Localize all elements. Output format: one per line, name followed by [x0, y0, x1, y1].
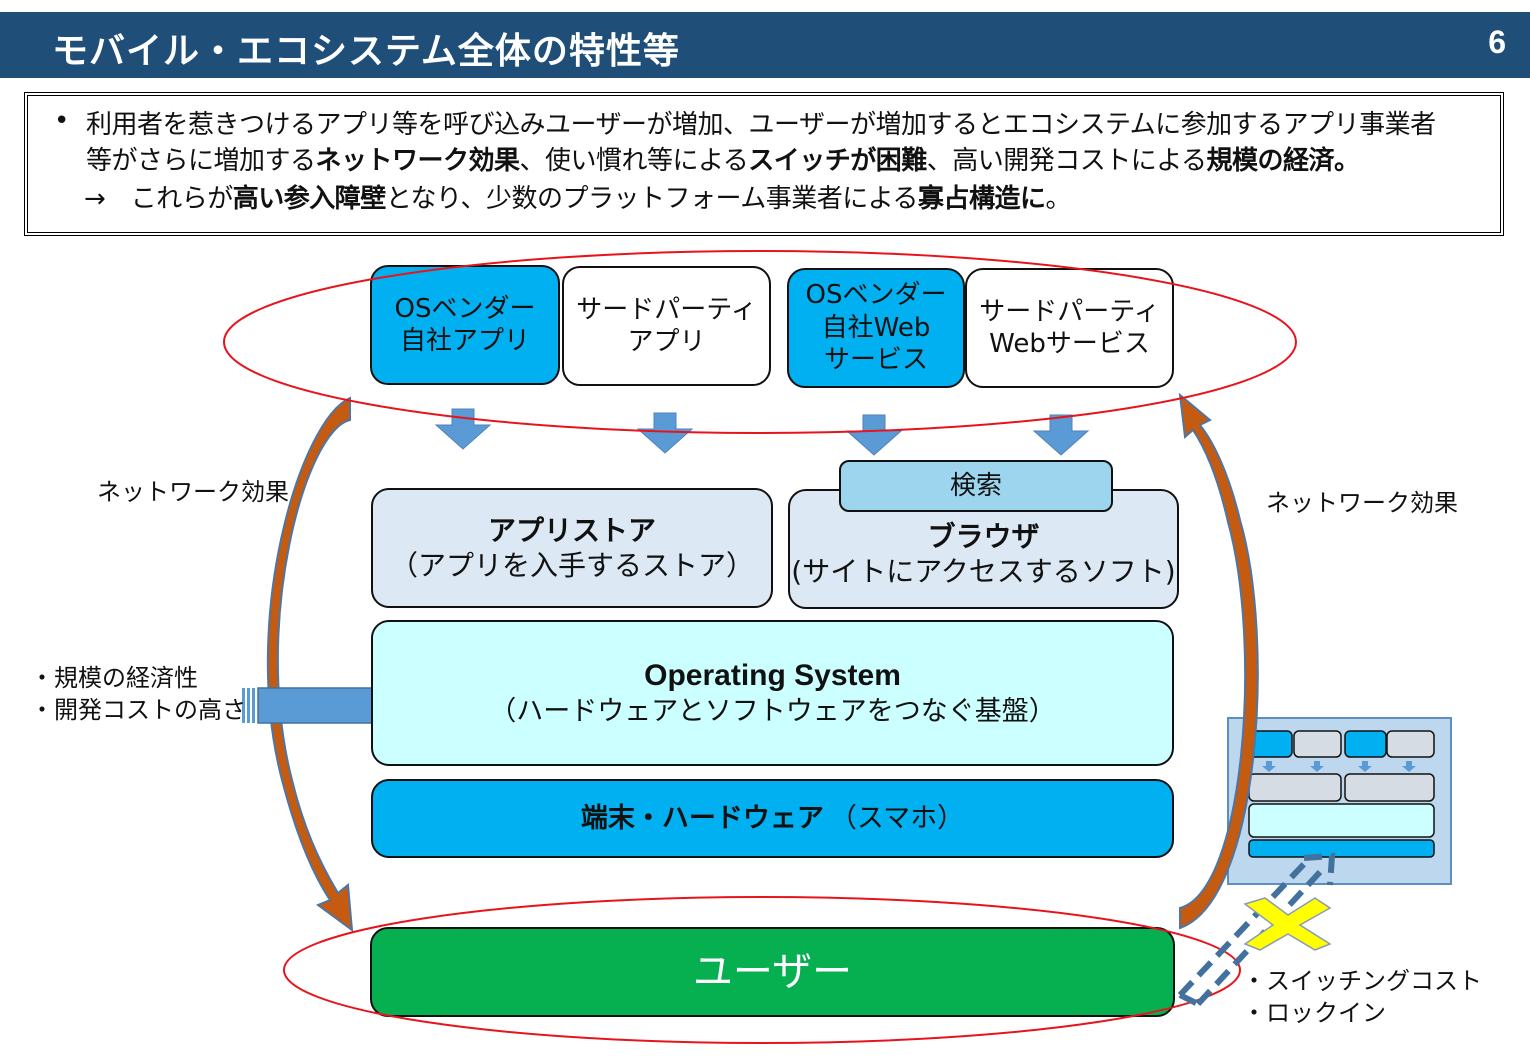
box-label: サービス — [823, 345, 928, 376]
app-store-box: アプリストア （アプリを入手するストア） — [371, 488, 773, 608]
box-label: OSベンダー — [394, 293, 536, 324]
os-title: Operating System — [644, 659, 901, 693]
hardware-title: 端末・ハードウェア — [580, 802, 824, 834]
third-party-app-box: サードパーティ アプリ — [562, 266, 771, 386]
hardware-box: 端末・ハードウェア （スマホ） — [371, 779, 1174, 858]
summary-text: → これらが — [84, 184, 233, 214]
scale-label: ・規模の経済性 — [30, 664, 198, 692]
scale-labels: ・規模の経済性 ・開発コストの高さ — [30, 662, 246, 727]
down-arrows — [434, 408, 1090, 456]
browser-title: ブラウザ — [927, 520, 1040, 553]
summary-text: 等がさらに増加する — [86, 146, 316, 176]
summary-box: • 利用者を惹きつけるアプリ等を呼び込みユーザーが増加、ユーザーが増加するとエコ… — [24, 92, 1504, 236]
os-vendor-web-service-box: OSベンダー 自社Web サービス — [787, 268, 965, 388]
summary-text: となり、少数のプラットフォーム事業者による — [385, 184, 919, 214]
box-label: 自社アプリ — [399, 326, 530, 356]
os-vendor-app-box: OSベンダー 自社アプリ — [370, 265, 560, 385]
box-label: OSベンダー — [805, 280, 947, 311]
search-label: 検索 — [949, 470, 1002, 501]
box-label: Webサービス — [989, 329, 1150, 359]
scale-label: ・開発コストの高さ — [30, 696, 246, 725]
title-bar: モバイル・エコシステム全体の特性等 6 — [0, 12, 1530, 78]
network-effect-label-right: ネットワーク効果 — [1266, 489, 1458, 517]
user-label: ユーザー — [692, 949, 853, 995]
emphasis-text: 規模の経済。 — [1206, 146, 1361, 176]
network-effect-label-left: ネットワーク効果 — [97, 478, 289, 506]
bullet-icon: • — [54, 106, 70, 136]
page-title: モバイル・エコシステム全体の特性等 — [52, 31, 680, 72]
down-arrow-1 — [434, 408, 492, 450]
app-store-title: アプリストア — [487, 514, 656, 547]
emphasis-text: スイッチが困難 — [748, 146, 927, 176]
switching-label: ・ロックイン — [1242, 999, 1386, 1028]
down-arrow-3 — [845, 414, 903, 456]
hardware-subtitle: （スマホ） — [829, 802, 965, 834]
switching-labels: ・スイッチングコスト ・ロックイン — [1242, 965, 1482, 1030]
emphasis-text: 寡占構造に — [917, 184, 1046, 214]
summary-text: 、高い開発コストによる — [926, 146, 1207, 176]
switching-label: ・スイッチングコスト — [1242, 967, 1482, 995]
box-label: 自社Web — [821, 312, 931, 343]
user-box: ユーザー — [370, 927, 1175, 1017]
down-arrow-2 — [636, 412, 694, 454]
operating-system-box: Operating System （ハードウェアとソフトウェアをつなぐ基盤） — [371, 620, 1174, 766]
app-store-subtitle: （アプリを入手するストア） — [389, 549, 754, 582]
summary-text: 。 — [1045, 184, 1071, 214]
summary-text: 、使い慣れ等による — [519, 146, 749, 176]
summary-line-2: 等がさらに増加するネットワーク効果、使い慣れ等によるスイッチが困難、高い開発コス… — [86, 140, 1360, 177]
search-tab: 検索 — [839, 460, 1113, 512]
third-party-web-service-box: サードパーティ Webサービス — [965, 268, 1174, 388]
down-arrow-4 — [1032, 414, 1090, 456]
summary-line-3: → これらが高い参入障壁となり、少数のプラットフォーム事業者による寡占構造に。 — [84, 178, 1071, 215]
emphasis-text: 高い参入障壁 — [232, 184, 387, 214]
box-label: サードパーティ — [979, 296, 1160, 327]
os-subtitle: （ハードウェアとソフトウェアをつなぐ基盤） — [489, 695, 1056, 727]
summary-line-1: 利用者を惹きつけるアプリ等を呼び込みユーザーが増加、ユーザーが増加するとエコシス… — [86, 110, 1436, 140]
mini-ecosystem-icon — [1227, 717, 1452, 885]
emphasis-text: ネットワーク効果 — [315, 146, 521, 176]
browser-subtitle: (サイトにアクセスするソフト) — [791, 555, 1176, 588]
box-label: アプリ — [627, 327, 706, 357]
box-label: サードパーティ — [576, 294, 757, 325]
page-number: 6 — [1488, 24, 1506, 60]
